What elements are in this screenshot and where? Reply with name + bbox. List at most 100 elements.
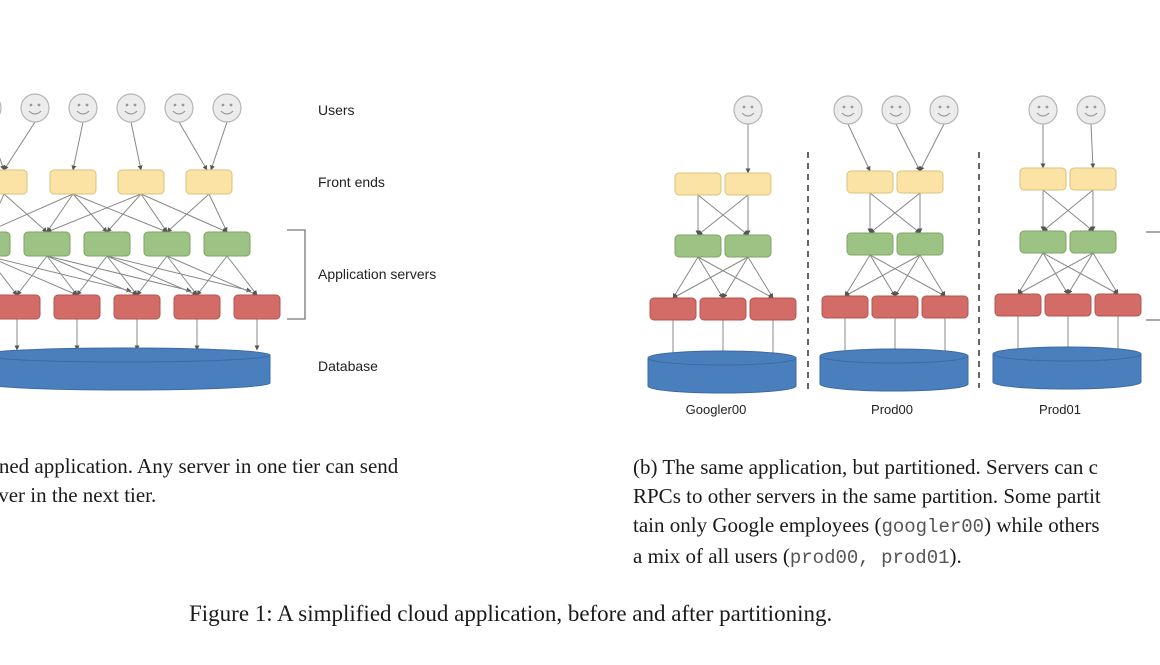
rpc-edge [106,255,138,296]
user-icon [68,93,98,123]
partition-label-prod01: Prod01 [1039,402,1081,417]
database-icon [819,348,969,392]
front-end-server [1069,167,1117,191]
rpc-edge [895,123,921,172]
database-icon [647,350,797,394]
rpc-edge [919,123,945,172]
rpc-edge [1017,252,1044,295]
rpc-edge [672,256,699,299]
user-icon [212,93,242,123]
rpc-edge [847,123,871,172]
rpc-edge [3,193,48,233]
architecture-diagram: Users Front ends Application servers Dat… [0,93,1160,417]
rpc-edge [894,254,921,297]
user-icon [164,93,194,123]
user-icon [0,101,2,115]
rpc-edge [72,193,168,233]
subfigure-a-caption: rtitioned application. Any server in one… [0,452,398,510]
app-server [23,231,71,257]
rpc-edge [0,193,5,205]
rpc-edge [844,254,871,297]
rpc-edge [16,255,48,296]
app-server [203,231,251,257]
user-icon [116,93,146,123]
app-server [143,231,191,257]
rpc-edge [136,255,168,296]
left-edges [0,121,260,351]
rpc-edge [130,121,143,171]
app-server [724,234,772,258]
user-icon [20,93,50,123]
caption-b-text: ). [949,544,962,568]
backend-server [173,294,221,320]
rpc-edge [226,255,258,296]
user-icon [833,95,863,125]
caption-a-line: y server in the next tier. [0,483,157,507]
front-end-server [0,169,28,195]
label-application-servers: Application servers [318,266,436,282]
app-server [846,232,894,256]
rpc-edge [76,255,108,296]
figure-caption: Figure 1: A simplified cloud application… [189,601,833,626]
rpc-edge [0,193,74,227]
app-server [1069,230,1117,254]
rpc-edge [106,255,252,293]
backend-server [994,293,1042,317]
rpc-edge [46,255,192,293]
rpc-edge [1017,252,1094,295]
backend-server [821,295,869,319]
partition-label-googler00: Googler00 [686,402,747,417]
rpc-edge [140,193,168,233]
backend-server [1094,293,1142,317]
user-icon [881,95,911,125]
rpc-edge [46,255,78,296]
front-end-server [185,169,233,195]
label-database: Database [318,358,378,374]
backend-server [699,297,747,321]
front-end-server [1019,167,1067,191]
rpc-edge [0,258,132,293]
front-end-server [49,169,97,195]
backend-server [871,295,919,319]
rpc-edge [166,193,210,233]
caption-b-text: tain only Google employees ( [633,513,882,537]
backend-server [113,294,161,320]
backend-server [649,297,697,321]
rpc-edge [1042,189,1094,232]
front-end-server [117,169,165,195]
rpc-edge [71,121,84,171]
label-front-ends: Front ends [318,174,385,190]
rpc-edge [0,157,5,171]
caption-b-line: RPCs to other servers in the same partit… [633,484,1101,508]
left-nodes [0,93,281,391]
rpc-edge [1090,123,1096,169]
rpc-edge [0,272,18,296]
rpc-edge [3,121,36,171]
caption-b-code: googler00 [881,516,985,538]
rpc-edge [210,121,228,171]
rpc-edge [747,256,774,299]
app-server [0,231,11,257]
front-end-server [846,170,894,194]
rpc-edge [166,255,198,296]
rpc-edge [869,192,921,234]
right-edges [670,123,1121,359]
rpc-edge [672,256,749,299]
rpc-edge [46,193,74,233]
front-end-server [896,170,944,194]
app-server [83,231,131,257]
user-icon [1076,95,1106,125]
caption-b-line: a mix of all users (prod00, prod01). [633,542,1101,573]
caption-b-line: tain only Google employees (googler00) w… [633,511,1101,542]
caption-a-line: rtitioned application. Any server in one… [0,454,399,478]
partition-label-prod00: Prod00 [871,402,913,417]
rpc-edge [106,193,142,233]
front-end-server [674,172,722,196]
app-server [1019,230,1067,254]
subfigure-b-caption: (b) The same application, but partitione… [633,453,1101,573]
caption-b-text: ) while others [984,513,1100,537]
backend-server [53,294,101,320]
rpc-edge [196,255,228,296]
app-servers-bracket [287,229,306,320]
rpc-edge [844,254,921,297]
